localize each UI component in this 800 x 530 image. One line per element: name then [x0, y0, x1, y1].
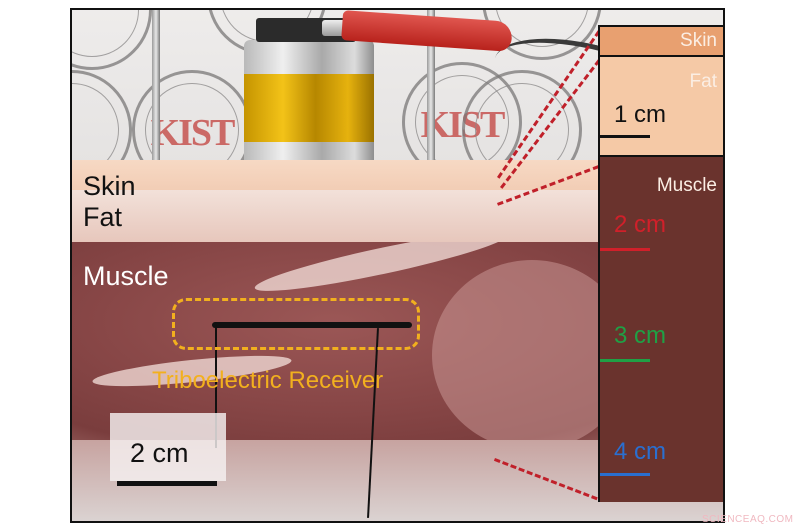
- scale-bar-label: 2 cm: [130, 438, 189, 468]
- watermark: SCIENCEAQ.COM: [702, 514, 794, 525]
- depth-4cm-marker: [600, 473, 650, 476]
- schematic-skin-layer: Skin: [600, 27, 723, 57]
- tissue-schematic: Skin Fat 1 cm Muscle 2 cm 3 cm 4 cm: [598, 25, 725, 502]
- kist-stamp: KIST: [132, 70, 252, 190]
- support-rod: [152, 10, 160, 170]
- scale-bar-background: [110, 413, 226, 481]
- schematic-scale-label: 1 cm: [614, 101, 667, 128]
- schematic-skin-label: Skin: [680, 30, 717, 51]
- depth-2cm-marker: [600, 248, 650, 251]
- support-rod: [427, 10, 435, 170]
- depth-3cm-label: 3 cm: [614, 322, 667, 349]
- schematic-scale-bar: [600, 135, 650, 138]
- fat-label: Fat: [83, 202, 123, 232]
- schematic-fat-label: Fat: [689, 71, 717, 92]
- schematic-fat-layer: Fat 1 cm: [600, 57, 723, 157]
- muscle-label: Muscle: [83, 261, 169, 291]
- schematic-muscle-layer: Muscle 2 cm 3 cm 4 cm: [600, 157, 723, 502]
- receiver-label: Triboelectric Receiver: [152, 367, 384, 394]
- scale-bar: [117, 481, 217, 486]
- schematic-muscle-label: Muscle: [656, 175, 717, 196]
- lead-wire: [215, 328, 217, 448]
- depth-3cm-marker: [600, 359, 650, 362]
- depth-2cm-label: 2 cm: [614, 211, 667, 238]
- receiver-highlight-box: [172, 298, 420, 350]
- depth-4cm-label: 4 cm: [614, 438, 667, 465]
- receiver-slit: [212, 322, 412, 328]
- skin-label: Skin: [83, 171, 136, 201]
- ultrasound-transducer: [244, 18, 374, 160]
